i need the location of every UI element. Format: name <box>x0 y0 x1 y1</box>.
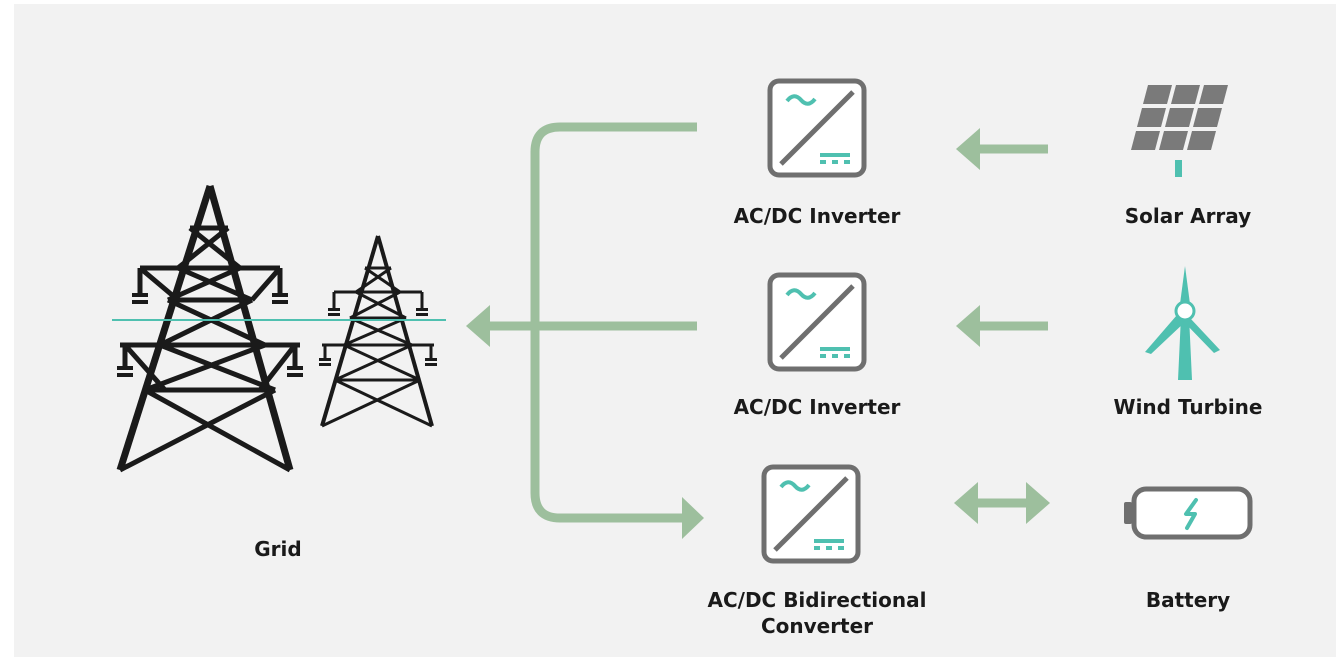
inverter-icon <box>770 275 864 369</box>
converter-label-line2: Converter <box>760 614 874 638</box>
inverter-2-label: AC/DC Inverter <box>733 395 901 419</box>
solar-array-label: Solar Array <box>1124 204 1252 228</box>
converter-label-line1: AC/DC Bidirectional <box>707 588 927 612</box>
arrow-wind-to-inverter <box>956 305 1048 347</box>
battery-icon <box>1124 486 1253 540</box>
wind-turbine-icon <box>1145 266 1220 380</box>
transmission-tower-icon <box>116 184 437 473</box>
converter-icon <box>764 467 858 561</box>
wind-turbine-label: Wind Turbine <box>1113 395 1263 419</box>
solar-panel-icon <box>1131 85 1228 177</box>
inverter-icon <box>770 81 864 175</box>
battery-label: Battery <box>1145 588 1231 612</box>
arrow-to-converter <box>682 497 704 539</box>
arrow-to-grid <box>466 305 490 347</box>
arrow-battery-bidirectional <box>954 482 1050 524</box>
connector-lines <box>486 122 697 523</box>
inverter-1-label: AC/DC Inverter <box>733 204 901 228</box>
arrow-solar-to-inverter <box>956 128 1048 170</box>
grid-label: Grid <box>254 537 302 561</box>
